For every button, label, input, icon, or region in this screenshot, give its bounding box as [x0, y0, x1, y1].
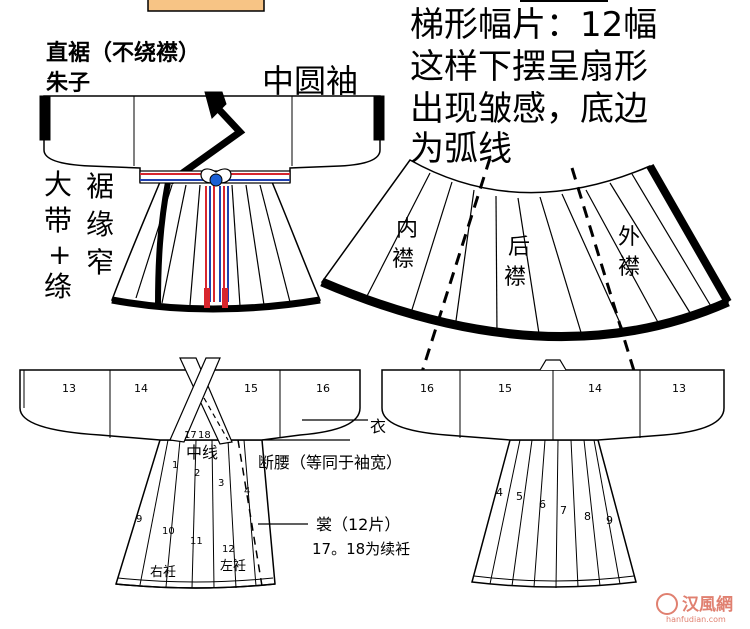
- robe-skirt-folds: [135, 184, 291, 307]
- top-swatch: [147, 0, 265, 12]
- back-panel-number: 13: [672, 382, 686, 395]
- fan-outer-1: 外: [618, 225, 640, 250]
- pattern-note: 梯形幅片：12幅 这样下摆呈扇形 出现皱感，底边 为弧线: [410, 5, 657, 169]
- note-line-1: 梯形幅片：12幅: [410, 5, 657, 45]
- front-panel-number: 15: [244, 382, 258, 395]
- waist-label: 断腰（等同于袖宽）: [258, 453, 402, 472]
- hem-label: 裾 缘 窄: [86, 170, 114, 279]
- back-collar: [539, 359, 567, 371]
- front-collar-left: [169, 357, 221, 443]
- fan-inner-1: 内: [396, 217, 418, 242]
- title-author: 朱子: [46, 71, 90, 96]
- skirt-number: 18: [198, 430, 211, 441]
- dressed-robe-illustration: [39, 91, 385, 313]
- skirt-number: 17: [184, 430, 197, 441]
- guide-dashed-lines: [420, 157, 640, 385]
- sleeve-cuff-right: [373, 95, 385, 141]
- front-skirt-hem: [115, 583, 276, 589]
- back-skirt-numbers: 4 5 6 7 8 9: [496, 486, 613, 527]
- leader-lines: [258, 419, 368, 525]
- fan-skirt-illustration: [320, 159, 732, 342]
- left-lapel-label: 左衽: [220, 559, 246, 574]
- hem-label-char-2: 缘: [86, 208, 114, 241]
- skirt-number: 4: [244, 486, 250, 497]
- title-garment-type: 直裾（不绕襟）: [46, 40, 200, 66]
- sleeve-type-label: 中圆袖: [262, 62, 358, 100]
- skirt-number: 2: [194, 468, 200, 479]
- skirt-number: 12: [222, 544, 235, 555]
- skirt-number: 9: [136, 514, 142, 525]
- skirt-number: 7: [560, 504, 567, 517]
- sleeve-cuff-left: [39, 95, 51, 141]
- hem-label-char-3: 窄: [86, 246, 114, 279]
- skirt-number: 8: [584, 510, 591, 523]
- watermark-url: hanfudian.com: [666, 615, 726, 624]
- back-pattern: [381, 359, 725, 589]
- back-panel-number: 15: [498, 382, 512, 395]
- watermark-logo: 汉風網: [682, 594, 733, 615]
- belt-label: 大 带 + 绦: [44, 168, 72, 303]
- note-line-4: 为弧线: [410, 129, 512, 169]
- watermark: 汉風網 hanfudian.com: [656, 593, 733, 624]
- robe-skirt-hem: [111, 296, 321, 313]
- note-line-3: 出现皱感，底边: [410, 89, 648, 129]
- watermark-seal: [656, 593, 678, 615]
- back-panel-numbers: 16 15 14 13: [420, 382, 686, 395]
- belt-label-char-1: 大: [44, 168, 72, 201]
- fan-skirt-panel-lines: [364, 172, 713, 341]
- front-panel-number: 13: [62, 382, 76, 395]
- lapel-note-label: 17。18为续衽: [312, 540, 410, 558]
- back-panel-number: 16: [420, 382, 434, 395]
- skirt-number: 9: [606, 514, 613, 527]
- front-skirt-hem-inner: [117, 577, 274, 583]
- skirt-number: 11: [190, 536, 203, 547]
- front-lapel-dashed: [203, 397, 229, 441]
- skirt-number: 1: [172, 460, 178, 471]
- robe-skirt: [110, 181, 322, 310]
- belt-knot: [209, 173, 223, 187]
- yi-label: 衣: [370, 417, 386, 436]
- belt-ribbons: [205, 186, 229, 302]
- back-skirt-hem-inner: [473, 575, 635, 582]
- front-pattern: [19, 357, 361, 589]
- front-skirt-dashed: [237, 439, 263, 587]
- belt-label-char-4: 绦: [44, 270, 72, 303]
- right-lapel-label: 右衽: [150, 565, 176, 580]
- fan-skirt-hem: [320, 277, 730, 342]
- fan-inner-2: 襟: [392, 247, 414, 272]
- back-panel-number: 14: [588, 382, 602, 395]
- belt-label-char-2: 带: [44, 204, 72, 237]
- fan-back-2: 襟: [504, 265, 526, 290]
- front-panel-number: 16: [316, 382, 330, 395]
- hem-label-char-1: 裾: [86, 170, 114, 203]
- back-skirt-panel-lines: [489, 439, 621, 589]
- skirt-number: 6: [539, 498, 546, 511]
- back-skirt: [471, 439, 637, 588]
- skirt-number: 5: [516, 490, 523, 503]
- fan-back-1: 后: [508, 235, 530, 260]
- fan-skirt-side-edge: [646, 164, 732, 304]
- center-line-label: 中线: [186, 443, 218, 462]
- ribbon-tip-left: [204, 288, 210, 308]
- skirt-number: 3: [218, 478, 224, 489]
- robe-lapel: [167, 99, 246, 185]
- fan-outer-2: 襟: [618, 255, 640, 280]
- front-panel-number: 14: [134, 382, 148, 395]
- belt-label-char-3: +: [48, 238, 71, 271]
- front-skirt-numbers: 17 18 1 2 3 4 9 10 11 12: [136, 430, 250, 555]
- skirt-number: 10: [162, 526, 175, 537]
- skirt-label: 裳（12片）: [316, 515, 400, 534]
- front-panel-numbers: 13 14 15 16: [62, 382, 330, 395]
- skirt-number: 4: [496, 486, 503, 499]
- note-line-2: 这样下摆呈扇形: [410, 47, 648, 87]
- fan-labels: 内 襟 后 襟 外 襟: [392, 217, 640, 290]
- robe-front-edge: [155, 181, 171, 306]
- ribbon-tip-right: [222, 288, 228, 308]
